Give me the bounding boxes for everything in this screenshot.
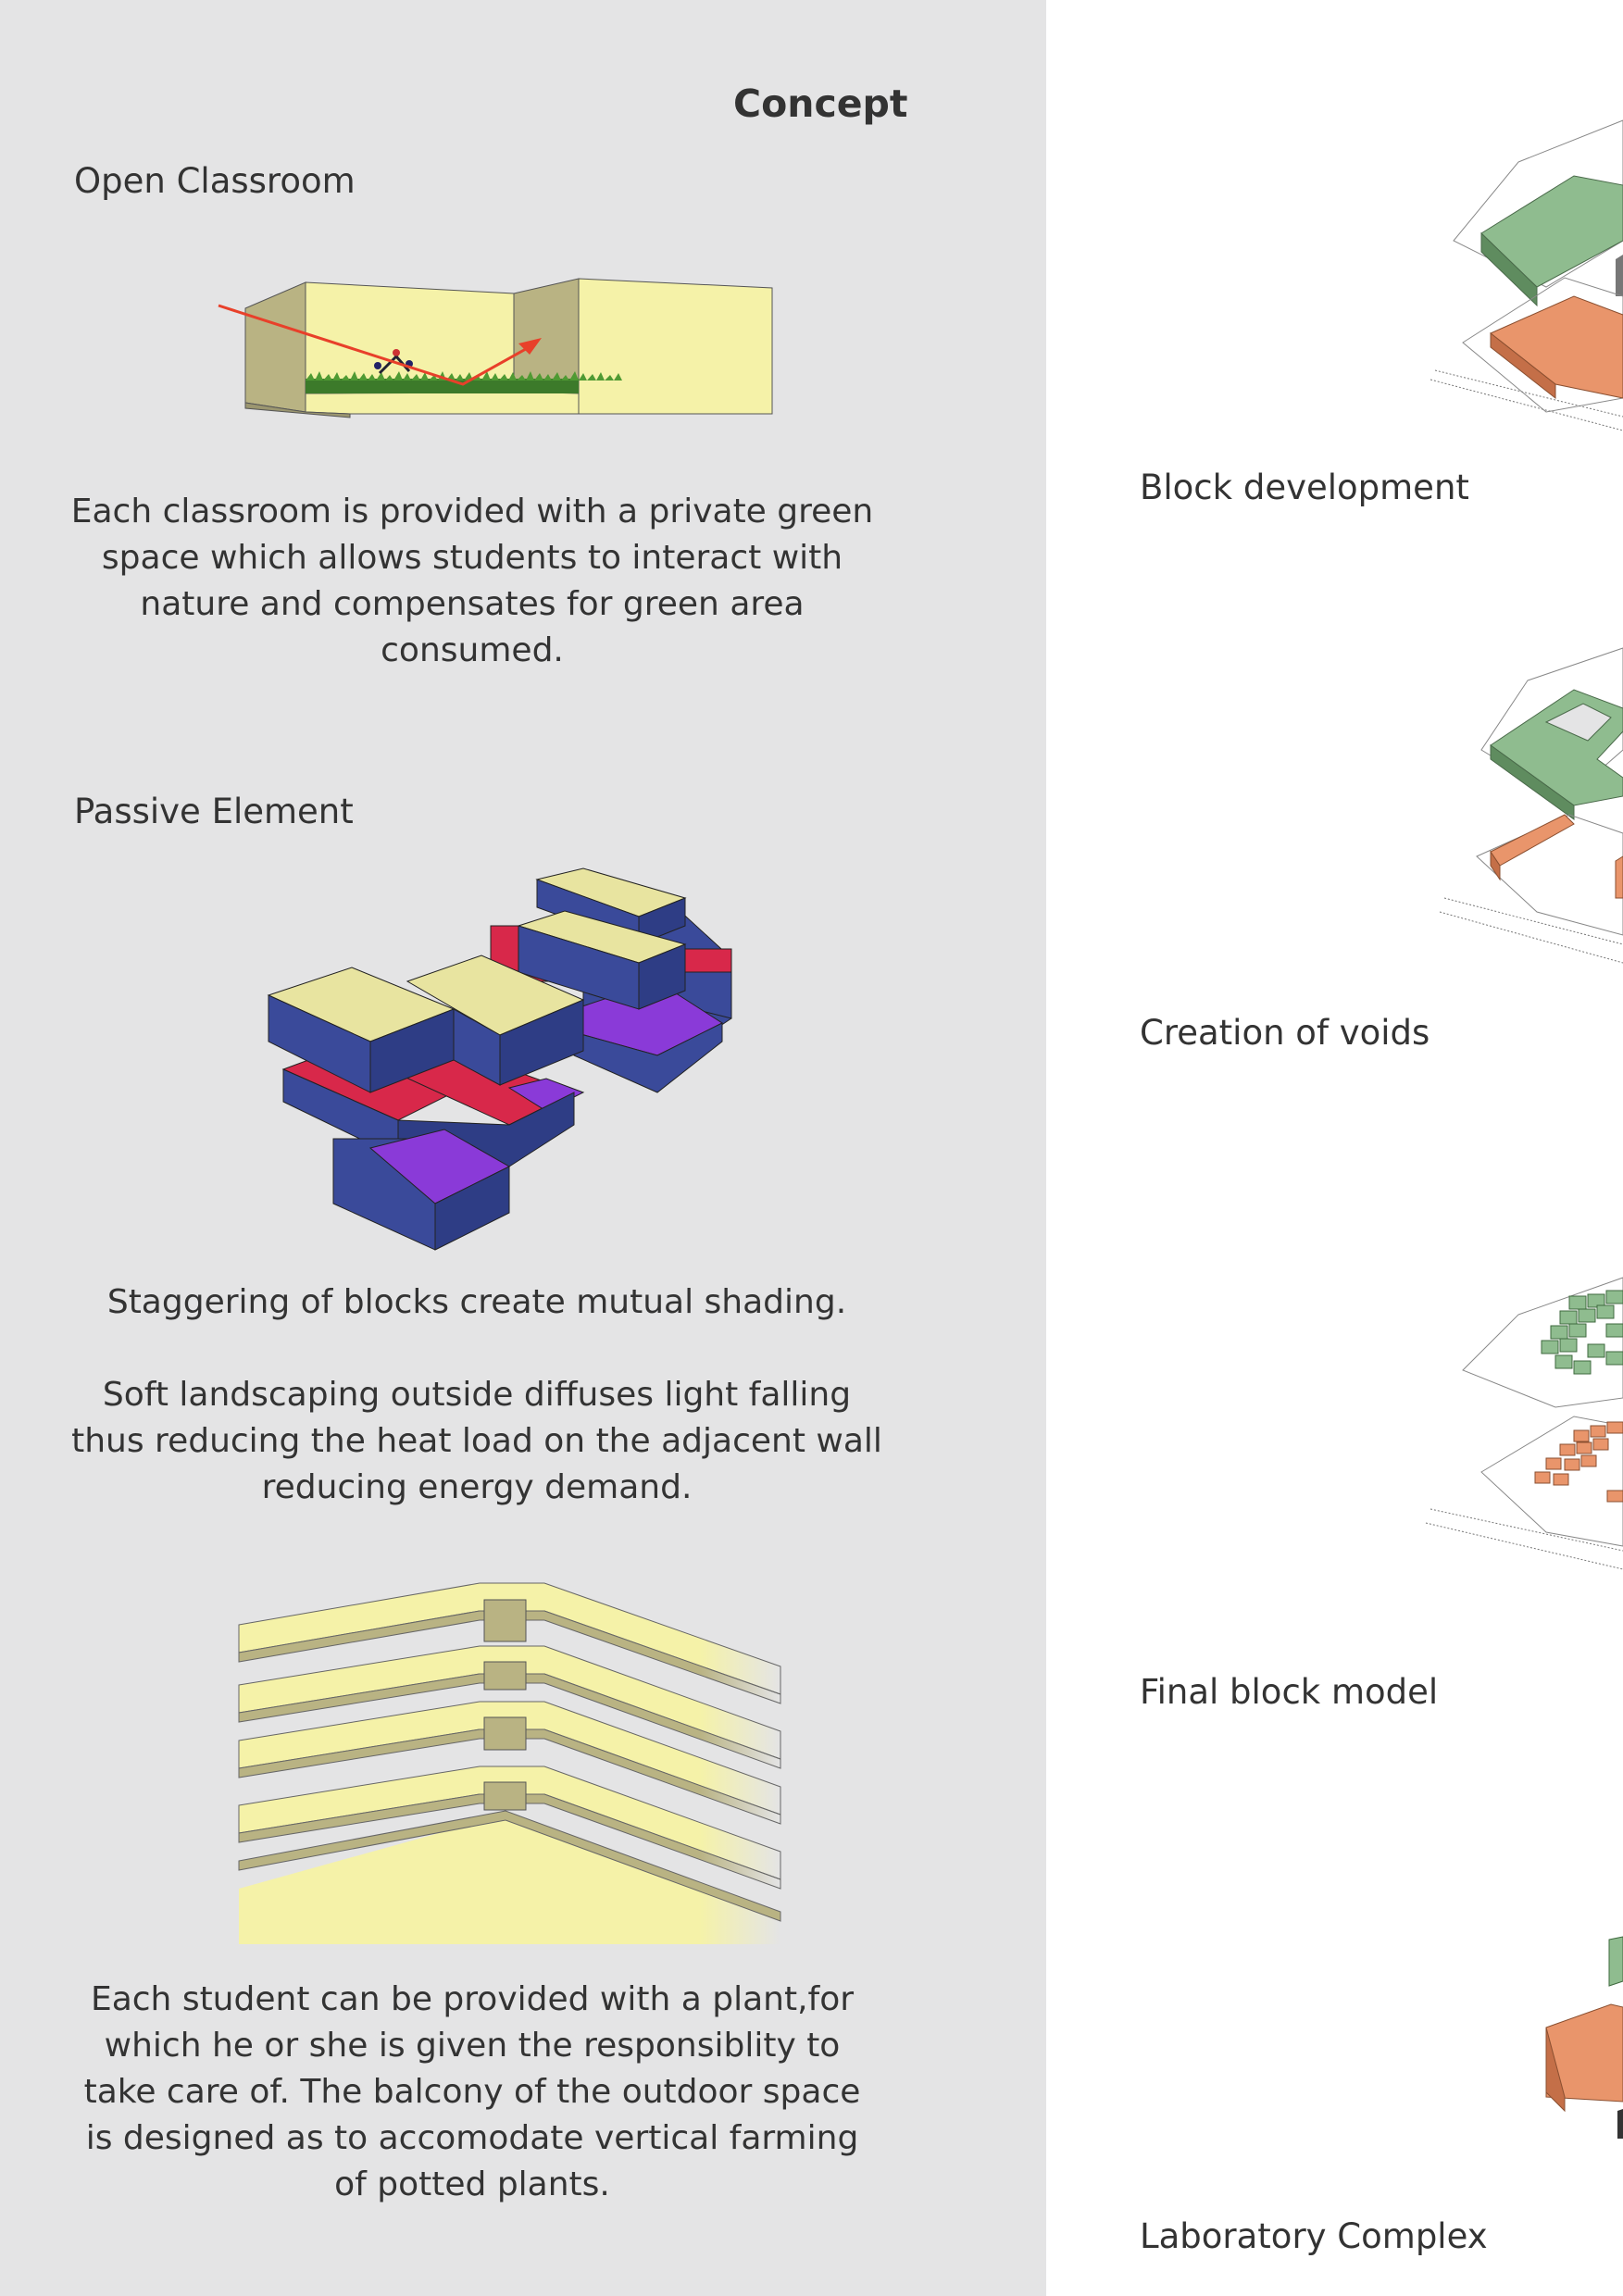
open-classroom-description: Each classroom is provided with a privat… xyxy=(70,493,874,669)
right-label-creation-of-voids: Creation of voids xyxy=(1140,1013,1430,1053)
section-title-open-classroom: Open Classroom xyxy=(74,161,356,201)
block-development-diagram xyxy=(1429,119,1623,431)
balcony-description: Each student can be provided with a plan… xyxy=(83,1980,861,2203)
right-label-final-block-model: Final block model xyxy=(1140,1672,1439,1712)
right-label-block-development: Block development xyxy=(1140,468,1469,507)
concept-heading: Concept xyxy=(733,81,908,126)
creation-of-voids-diagram xyxy=(1439,647,1623,964)
right-label-laboratory-complex: Laboratory Complex xyxy=(1140,2216,1488,2256)
laboratory-complex-diagram xyxy=(1545,1936,1623,2139)
passive-element-description: Staggering of blocks create mutual shadi… xyxy=(71,1283,882,1506)
passive-element-block-diagram xyxy=(267,867,732,1251)
section-title-passive-element: Passive Element xyxy=(74,792,354,831)
balcony-vertical-farming-diagram xyxy=(238,1582,781,1944)
final-block-model-diagram xyxy=(1425,1277,1623,1570)
open-classroom-diagram xyxy=(218,278,773,418)
